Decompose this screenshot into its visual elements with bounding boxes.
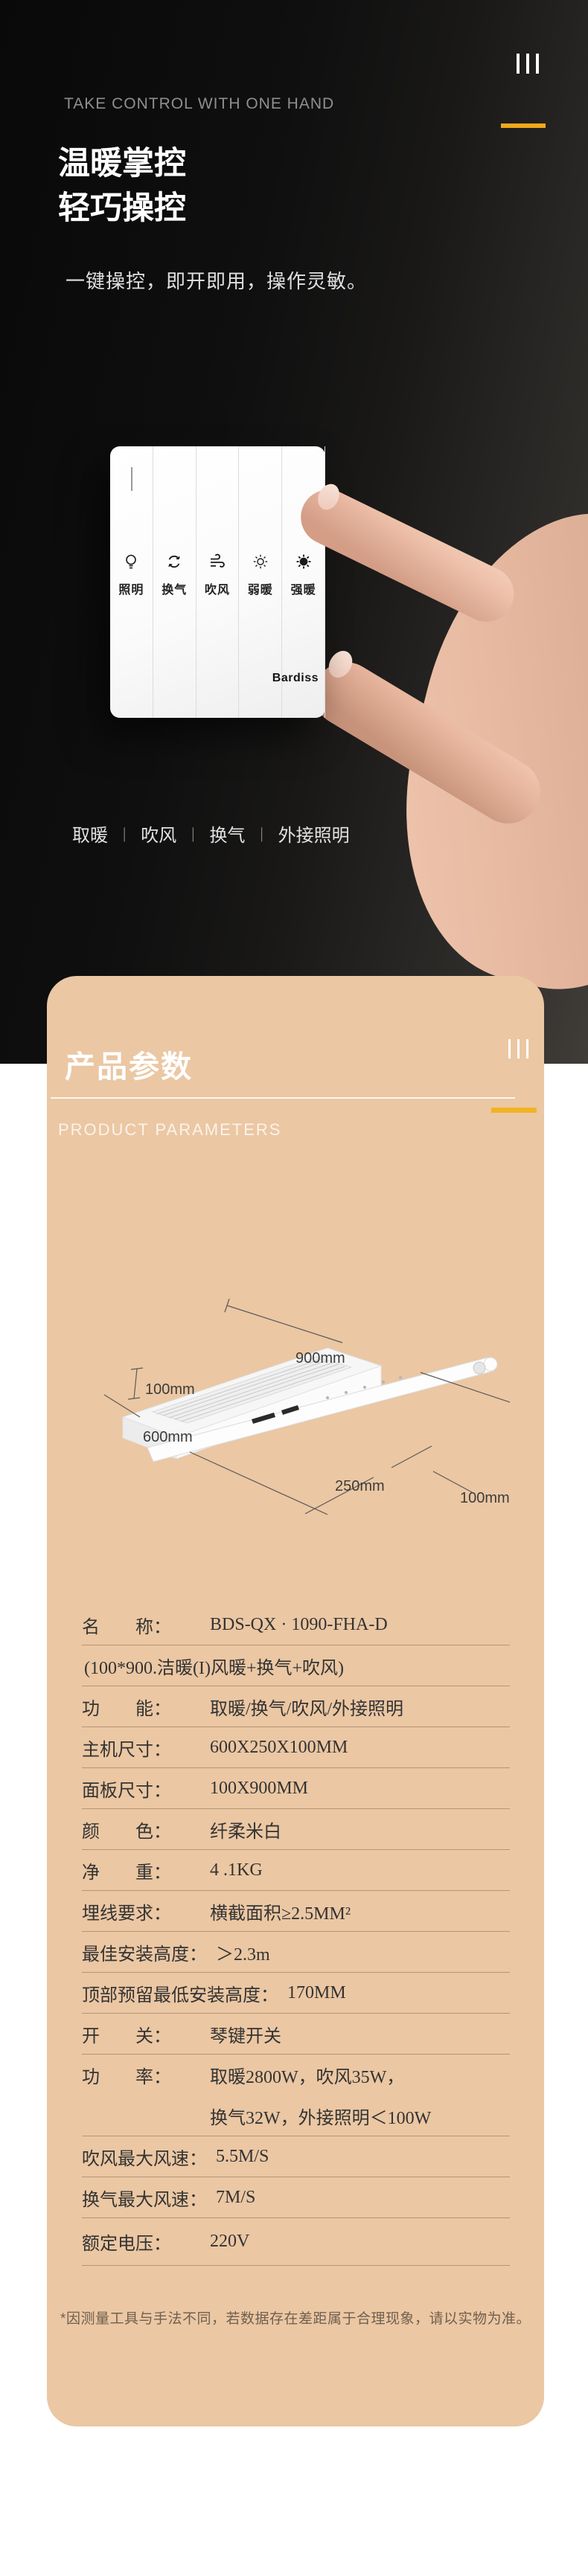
spec-value: BDS-QX · 1090-FHA-D <box>210 1614 388 1634</box>
feature-separator: | <box>191 824 195 842</box>
spec-label: 顶部预留最低安装高度： <box>82 1985 278 2005</box>
switch-key-low-heat: 弱暖 <box>239 446 283 718</box>
hero-subtitle: 一键操控，即开即用，操作灵敏。 <box>65 271 368 292</box>
wind-icon <box>208 550 227 573</box>
spec-label: 额定电压： <box>82 2235 171 2254</box>
key-label: 强暖 <box>290 584 316 597</box>
spec-value: ＞2.3m <box>216 1944 270 1965</box>
key-label: 换气 <box>162 584 188 597</box>
dim-label-100mm-left: 100mm <box>145 1381 195 1398</box>
spec-value: 琴键开关 <box>210 2026 281 2046</box>
spec-row-wiring: 埋线要求： 横截面积≥2.5MM² <box>82 1891 510 1932</box>
key-indicator-mark <box>131 467 133 491</box>
spec-label: 开 关： <box>82 2026 171 2046</box>
feature-lighting: 外接照明 <box>278 826 350 846</box>
spec-row-switch: 开 关： 琴键开关 <box>82 2014 510 2055</box>
sun-high-icon <box>294 550 313 573</box>
spec-value: 5.5M/S <box>216 2146 269 2166</box>
feature-heat: 取暖 <box>72 826 108 846</box>
spec-table: 名 称： BDS-QX · 1090-FHA-D (100*900.洁暖(I)风… <box>82 1605 510 2266</box>
triple-bar-deco-icon <box>508 1039 528 1059</box>
dim-label-100mm-right: 100mm <box>460 1490 510 1506</box>
spec-value: 换气32W，外接照明＜100W <box>210 2108 432 2128</box>
gold-accent-bar <box>491 1108 537 1113</box>
sun-low-icon <box>251 550 270 573</box>
product-parameters-card: 产品参数 PRODUCT PARAMETERS <box>47 976 544 2426</box>
spec-row-name-cont: (100*900.洁暖(I)风暖+换气+吹风) <box>82 1645 510 1686</box>
dim-label-900mm: 900mm <box>295 1350 345 1366</box>
feature-row: 取暖 | 吹风 | 换气 | 外接照明 <box>72 820 350 847</box>
hero-section: TAKE CONTROL WITH ONE HAND 温暖掌控 轻巧操控 一键操… <box>0 0 588 1064</box>
triple-bar-deco-icon <box>517 54 539 74</box>
hero-title-line1: 温暖掌控 <box>58 146 186 182</box>
spec-label: 颜 色： <box>82 1822 171 1842</box>
spec-value: 取暖/换气/吹风/外接照明 <box>210 1699 404 1719</box>
spec-row-host-size: 主机尺寸： 600X250X100MM <box>82 1727 510 1768</box>
spec-label: 面板尺寸： <box>82 1781 171 1801</box>
spec-row-min-top-height: 顶部预留最低安装高度： 170MM <box>82 1973 510 2014</box>
key-label: 吹风 <box>204 584 230 597</box>
key-label: 照明 <box>118 584 144 597</box>
spec-label: 名 称： <box>82 1617 171 1637</box>
spec-value: 取暖2800W，吹风35W， <box>210 2068 405 2087</box>
spec-row-weight: 净 重： 4 .1KG <box>82 1850 510 1891</box>
bulb-icon <box>121 550 141 573</box>
spec-value: 4 .1KG <box>210 1860 263 1880</box>
brand-logo: Bardiss <box>272 672 319 684</box>
switch-key-ventilate: 换气 <box>153 446 196 718</box>
divider-line <box>51 1097 515 1099</box>
spec-value: 横截面积≥2.5MM² <box>210 1904 351 1924</box>
spec-label: 吹风最大风速： <box>82 2149 207 2169</box>
feature-ventilate: 换气 <box>209 826 246 846</box>
switch-key-high-heat: 强暖 <box>282 446 325 718</box>
dim-label-600mm: 600mm <box>143 1429 193 1445</box>
spec-label: 功 能： <box>82 1699 171 1719</box>
spec-label: 功 率： <box>82 2068 171 2087</box>
params-title: 产品参数 <box>65 1050 193 1084</box>
switch-panel-image: 照明 换气 <box>110 446 325 718</box>
spec-row-best-height: 最佳安装高度： ＞2.3m <box>82 1932 510 1973</box>
spec-value: 600X250X100MM <box>210 1737 348 1757</box>
params-subtitle-en: PRODUCT PARAMETERS <box>58 1120 282 1139</box>
spec-label: 埋线要求： <box>82 1904 171 1924</box>
spec-row-vent-speed: 换气最大风速： 7M/S <box>82 2177 510 2218</box>
spec-value: (100*900.洁暖(I)风暖+换气+吹风) <box>84 1658 345 1678</box>
vent-cycle-icon <box>164 550 184 573</box>
measurement-disclaimer: *因测量工具与手法不同，若数据存在差距属于合理现象，请以实物为准。 <box>60 2311 531 2327</box>
spec-label: 净 重： <box>82 1863 171 1883</box>
feature-blow: 吹风 <box>141 826 177 846</box>
gold-accent-bar <box>501 123 546 128</box>
spec-label: 主机尺寸： <box>82 1740 171 1760</box>
spec-row-power-cont: 换气32W，外接照明＜100W <box>82 2095 510 2136</box>
spec-row-panel-size: 面板尺寸： 100X900MM <box>82 1768 510 1809</box>
switch-key-lighting: 照明 <box>110 446 153 718</box>
switch-key-blow: 吹风 <box>196 446 240 718</box>
spec-value: 170MM <box>287 1982 346 2002</box>
dim-label-250mm: 250mm <box>335 1478 385 1494</box>
spec-row-blow-speed: 吹风最大风速： 5.5M/S <box>82 2136 510 2177</box>
feature-separator: | <box>260 824 263 842</box>
hero-title-line2: 轻巧操控 <box>58 190 186 226</box>
spec-row-color: 颜 色： 纤柔米白 <box>82 1809 510 1850</box>
spec-label: 最佳安装高度： <box>82 1944 207 1965</box>
hero-title: 温暖掌控 轻巧操控 <box>58 141 186 231</box>
spec-row-power: 功 率： 取暖2800W，吹风35W， <box>82 2055 510 2095</box>
spec-value: 220V <box>210 2232 250 2251</box>
hero-tagline: TAKE CONTROL WITH ONE HAND <box>64 95 335 112</box>
spec-row-name: 名 称： BDS-QX · 1090-FHA-D <box>82 1605 510 1645</box>
spec-row-function: 功 能： 取暖/换气/吹风/外接照明 <box>82 1686 510 1727</box>
spec-label: 换气最大风速： <box>82 2190 207 2210</box>
spec-value: 纤柔米白 <box>210 1822 281 1842</box>
feature-separator: | <box>123 824 127 842</box>
spec-value: 7M/S <box>216 2187 256 2207</box>
dimension-diagram: 900mm 100mm 600mm 250mm 100mm <box>103 1298 510 1515</box>
key-label: 弱暖 <box>247 584 273 597</box>
spec-value: 100X900MM <box>210 1778 309 1798</box>
spec-row-voltage: 额定电压： 220V <box>82 2218 510 2266</box>
